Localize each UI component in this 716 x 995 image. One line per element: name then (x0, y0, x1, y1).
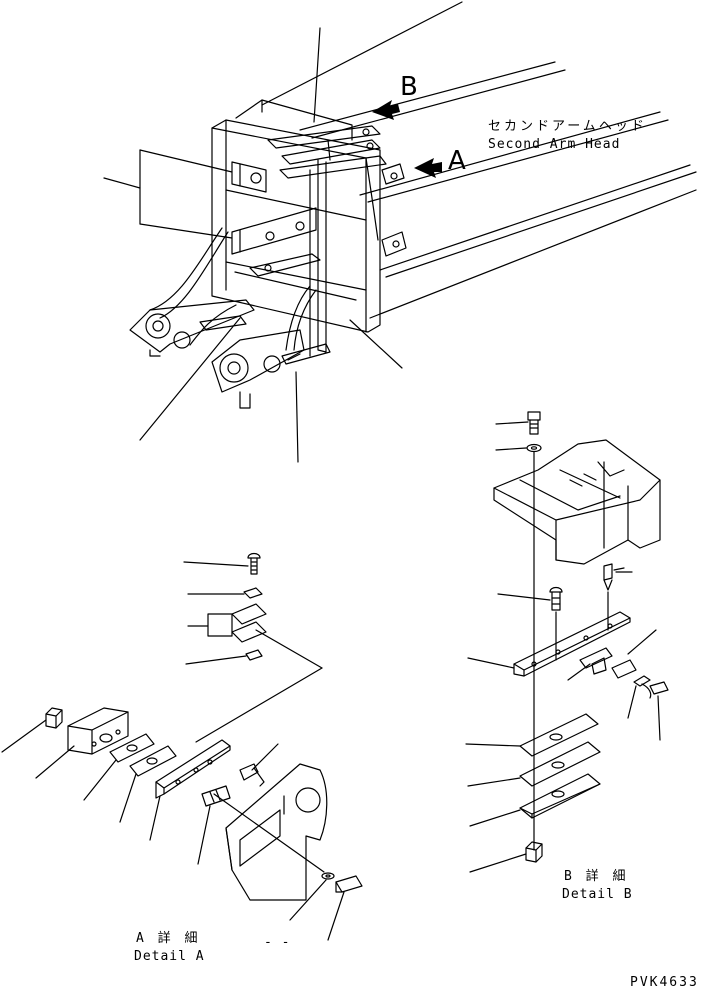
view-arrow-a (414, 158, 442, 178)
detail-b-jp: B 詳 細 (564, 869, 629, 884)
arm-head-assembly (129, 1, 697, 409)
head-label-en: Second Arm Head (488, 137, 621, 152)
drawing-code: PVK4633 (630, 975, 699, 990)
detail-a-parts (45, 552, 363, 901)
detail-a-en: Detail A (134, 949, 205, 964)
view-arrow-b (372, 100, 400, 120)
leader-lines-detail-a (1, 561, 345, 941)
leader-lines-detail-b (465, 421, 661, 873)
detail-b-parts (493, 411, 669, 863)
view-label-a: A (448, 146, 466, 176)
assembly-lines-detail-b (533, 451, 609, 851)
head-label-jp: セカンドアームヘッド (488, 119, 647, 134)
detail-a-jp: A 詳 細 (136, 931, 201, 946)
detail-b-en: Detail B (562, 887, 633, 902)
view-label-b: B (400, 72, 418, 102)
leader-lines-main (103, 27, 403, 463)
dash-mark: - - (264, 935, 291, 950)
